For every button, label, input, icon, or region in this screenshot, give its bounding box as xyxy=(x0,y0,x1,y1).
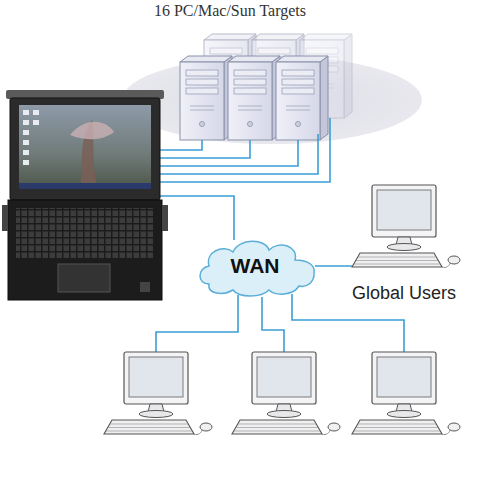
server-tower xyxy=(228,56,280,140)
console-bezel xyxy=(10,98,160,200)
wan-cloud: WAN xyxy=(195,234,315,298)
wan-cable xyxy=(156,295,238,352)
node-label: Global Users xyxy=(352,283,456,304)
kvm-cables xyxy=(156,118,404,352)
desktop-icons xyxy=(23,110,39,165)
server-tower xyxy=(180,56,232,140)
wan-cable xyxy=(160,196,234,240)
console-screen xyxy=(19,105,151,189)
user-workstation xyxy=(352,185,460,268)
node-label: 16 PC/Mac/Sun Targets xyxy=(100,2,360,20)
keyboard-tray xyxy=(8,200,162,300)
kvm-cable xyxy=(160,140,202,150)
kvm-cable xyxy=(160,118,330,182)
kvm-cable xyxy=(160,140,250,158)
user-workstation xyxy=(104,352,212,435)
rack-console xyxy=(2,90,168,300)
kvm-cable xyxy=(160,140,298,166)
touchpad xyxy=(58,264,110,292)
user-workstation xyxy=(232,352,340,435)
keyboard-keys xyxy=(16,208,154,258)
rack-ear xyxy=(162,205,168,231)
server-group: 16 PC/Mac/Sun Targets xyxy=(100,2,360,24)
console-button xyxy=(140,282,150,292)
kvm-cable xyxy=(160,134,318,174)
server-group-ellipse xyxy=(122,56,422,144)
cloud-shape xyxy=(200,241,314,296)
wan-cable xyxy=(262,297,284,352)
network-cable xyxy=(315,265,352,267)
global-users-workstation: Global Users xyxy=(352,182,498,312)
taskbar xyxy=(19,183,151,189)
node-label: WAN xyxy=(231,254,280,278)
rack-ear xyxy=(2,205,8,231)
screen-picture xyxy=(70,122,114,139)
server-tower xyxy=(276,56,328,140)
user-workstation xyxy=(352,352,460,435)
